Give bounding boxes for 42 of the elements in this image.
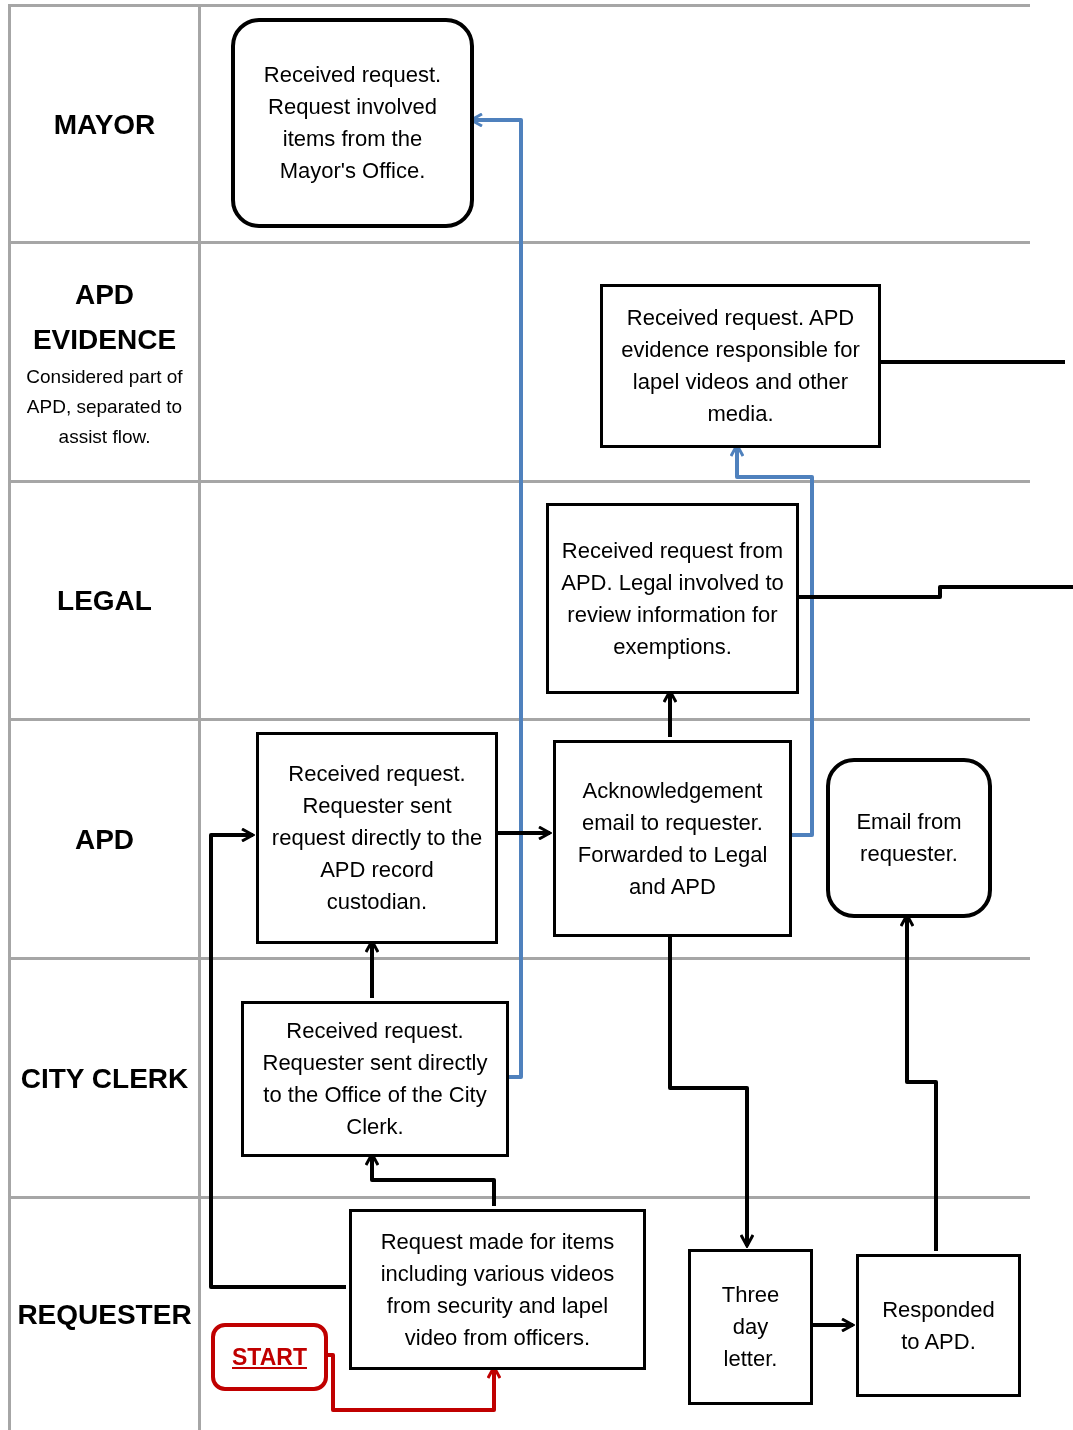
process-box (241, 1001, 509, 1157)
lane-title: APD EVIDENCE (31, 278, 178, 357)
connector-line (878, 360, 1065, 364)
process-box (546, 503, 799, 694)
box-text: Responded to APD. (881, 1295, 996, 1356)
box-text: Received request. Request involved items from the Mayor's Office. (262, 61, 443, 185)
box-text: Received request. Requester sent directly to the Office of the City Clerk. (261, 1017, 489, 1141)
arrow (325, 1353, 502, 1412)
swimlane (8, 4, 1030, 241)
arrow (668, 934, 755, 1248)
process-box (553, 740, 792, 937)
lane-title: REQUESTER (17, 1298, 192, 1332)
arrow (495, 825, 552, 841)
process-box (256, 732, 498, 944)
process-box (688, 1249, 813, 1405)
box-text: Acknowledgement email to requester. Forwarded to Legal and APD (576, 776, 769, 901)
box-text: Request made for items including various videos from security and lapel video from officers. (379, 1227, 616, 1352)
lane-title: CITY CLERK (20, 1061, 189, 1096)
lane-title: APD (74, 822, 135, 857)
box-text: Three day letter. (720, 1281, 781, 1373)
lane-title: MAYOR (53, 107, 156, 142)
swimlane (8, 241, 1030, 480)
swimlane (8, 480, 1030, 718)
connector-line (796, 585, 1073, 599)
box-text: Received request from APD. Legal involved to review information for exemptions. (561, 536, 784, 661)
box-text: Received request. Requester sent request directly to the APD record custodian. (271, 760, 483, 916)
process-box (600, 284, 881, 448)
process-box (349, 1209, 646, 1370)
swimlane (8, 718, 1030, 957)
process-box (231, 18, 474, 228)
lane-note: Considered part of APD, separated to assist flow. (25, 365, 184, 449)
swimlane (8, 1196, 1030, 1430)
start-label: START (232, 1342, 307, 1372)
arrow (209, 827, 346, 1289)
box-text: Email from requester. (855, 808, 963, 868)
start-box (211, 1323, 328, 1391)
swimlane (8, 957, 1030, 1196)
lane-title: LEGAL (57, 584, 152, 618)
process-box (826, 758, 992, 918)
box-text: Received request. APD evidence responsible for lapel videos and other media. (620, 304, 861, 428)
process-box (856, 1254, 1021, 1397)
arrow (810, 1317, 855, 1333)
